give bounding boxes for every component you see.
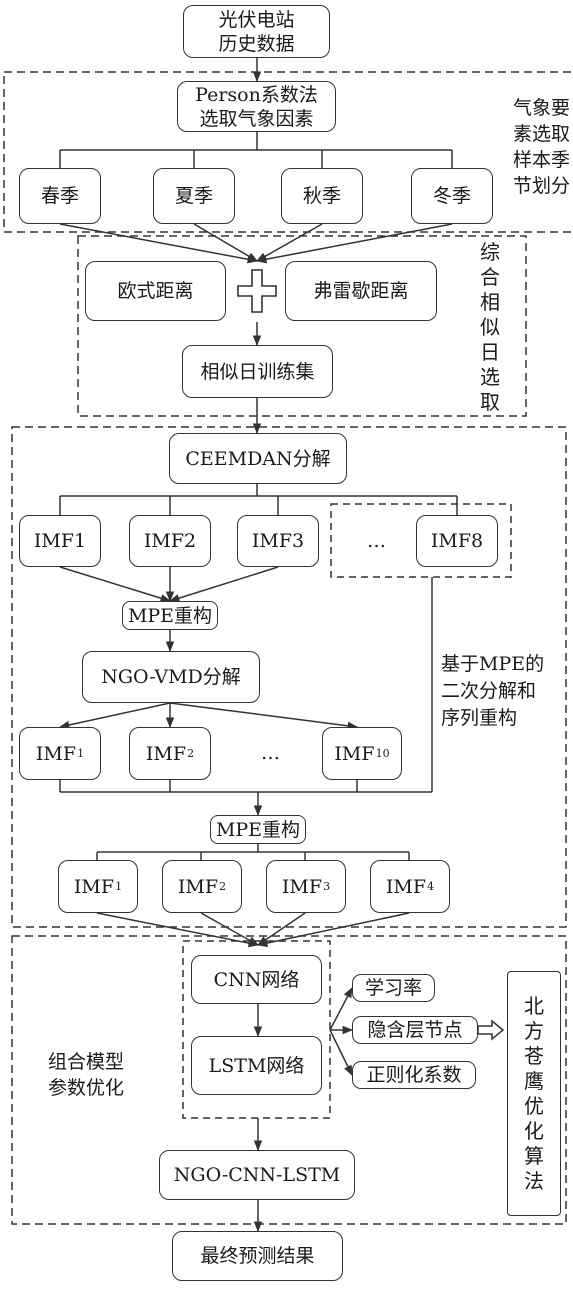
mpe-label-l3: 序列重构	[441, 707, 518, 729]
weather-label-l1: 气象要	[513, 97, 571, 119]
vmd-imf2-text: IMF	[145, 742, 187, 765]
arrow-imf3-to-mpe	[168, 566, 279, 603]
imf-ellipsis: …	[367, 530, 386, 552]
arrow-vmd-to-imf10	[169, 702, 359, 730]
rec-imf2-text: IMF	[177, 875, 219, 898]
ngo-cnn-lstm-box: NGO-CNN-LSTM	[159, 1150, 355, 1200]
weather-label-l4: 节划分	[513, 175, 571, 197]
rec-imf1-text: IMF	[73, 875, 115, 898]
ngo-algorithm-text: 北方苍鹰优化算法	[524, 993, 544, 1193]
final-result-box: 最终预测结果	[172, 1231, 343, 1281]
arrow-spring-merge	[59, 223, 259, 264]
rec-imf3-text: IMF	[281, 875, 323, 898]
imf1-box: IMF1	[19, 515, 101, 567]
similar-day-label: 综合相似日选取	[480, 240, 500, 414]
person-line1: Person系数法	[195, 83, 318, 106]
combo-label-l1: 组合模型	[48, 1051, 125, 1073]
rec-imf3-sub: 3	[323, 879, 331, 893]
winter-box: 冬季	[411, 168, 493, 224]
hollow-arrow-to-ngo	[477, 1019, 505, 1041]
combo-label-l2: 参数优化	[48, 1077, 125, 1099]
cnn-network-box: CNN网络	[191, 955, 322, 1004]
arrow-rimf1-merge	[96, 912, 260, 948]
arrow-to-reg	[329, 1029, 353, 1076]
vmd-imf10-text: IMF	[334, 742, 375, 765]
arrow-imf1-to-mpe	[59, 566, 172, 603]
arrow-autumn-merge	[256, 223, 323, 262]
imf3-box: IMF3	[237, 515, 319, 567]
ngo-vmd-box: NGO-VMD分解	[82, 651, 260, 703]
imf8-box: IMF8	[416, 515, 498, 567]
similar-day-training-set-box: 相似日训练集	[182, 345, 333, 398]
rec-imf2-sub: 2	[219, 879, 227, 893]
mpe-reconstruct-box-2: MPE重构	[210, 815, 306, 844]
mpe-reconstruct-box-1: MPE重构	[122, 601, 218, 630]
rec-imf4-sub: 4	[427, 879, 435, 893]
mpe-label-l2: 二次分解和	[441, 680, 537, 702]
ngo-algorithm-box: 北方苍鹰优化算法	[507, 971, 561, 1216]
person-line2: 选取气象因素	[199, 107, 314, 130]
frechet-distance-box: 弗雷歇距离	[285, 261, 437, 321]
optimization-group-frame	[11, 935, 567, 1225]
euclidean-distance-box: 欧式距离	[85, 261, 226, 321]
arrow-to-lr	[329, 987, 353, 1031]
weather-label-l3: 样本季	[513, 149, 571, 171]
hidden-nodes-box: 隐含层节点	[352, 1016, 478, 1044]
weather-group-frame	[3, 71, 573, 233]
person-coefficient-box: Person系数法 选取气象因素	[177, 81, 336, 132]
arrow-winter-merge	[255, 223, 453, 264]
arrow-rimf2-merge	[200, 912, 259, 946]
autumn-box: 秋季	[281, 168, 363, 224]
vmd-imf2-sub: 2	[187, 746, 195, 760]
history-line2: 历史数据	[218, 32, 295, 55]
ceemdan-box: CEEMDAN分解	[169, 433, 347, 484]
history-data-box: 光伏电站 历史数据	[183, 5, 330, 58]
vmd-imf1-text: IMF	[35, 742, 77, 765]
mpe-label-l1: 基于MPE的	[441, 653, 545, 675]
plus-icon	[237, 269, 277, 313]
vmd-imf10-sub: 10	[375, 746, 390, 760]
regularization-box: 正则化系数	[352, 1061, 476, 1089]
lstm-network-box: LSTM网络	[191, 1036, 322, 1095]
summer-box: 夏季	[153, 168, 235, 224]
imf2-box: IMF2	[129, 515, 211, 567]
rec-imf4-text: IMF	[385, 875, 427, 898]
weather-label-l2: 素选取	[513, 123, 571, 145]
arrow-rimf4-merge	[256, 912, 410, 948]
arrow-summer-merge	[193, 223, 258, 262]
learning-rate-box: 学习率	[352, 974, 435, 1002]
vmd-imf1-sub: 1	[77, 746, 85, 760]
decomposition-group-frame	[11, 426, 567, 928]
history-line1: 光伏电站	[218, 8, 295, 31]
arrow-vmd-to-imf1	[58, 702, 171, 730]
rec-imf1-sub: 1	[115, 879, 123, 893]
vmd-ellipsis: …	[261, 742, 280, 764]
imf-tail-group-frame	[330, 503, 512, 578]
spring-box: 春季	[19, 168, 101, 224]
